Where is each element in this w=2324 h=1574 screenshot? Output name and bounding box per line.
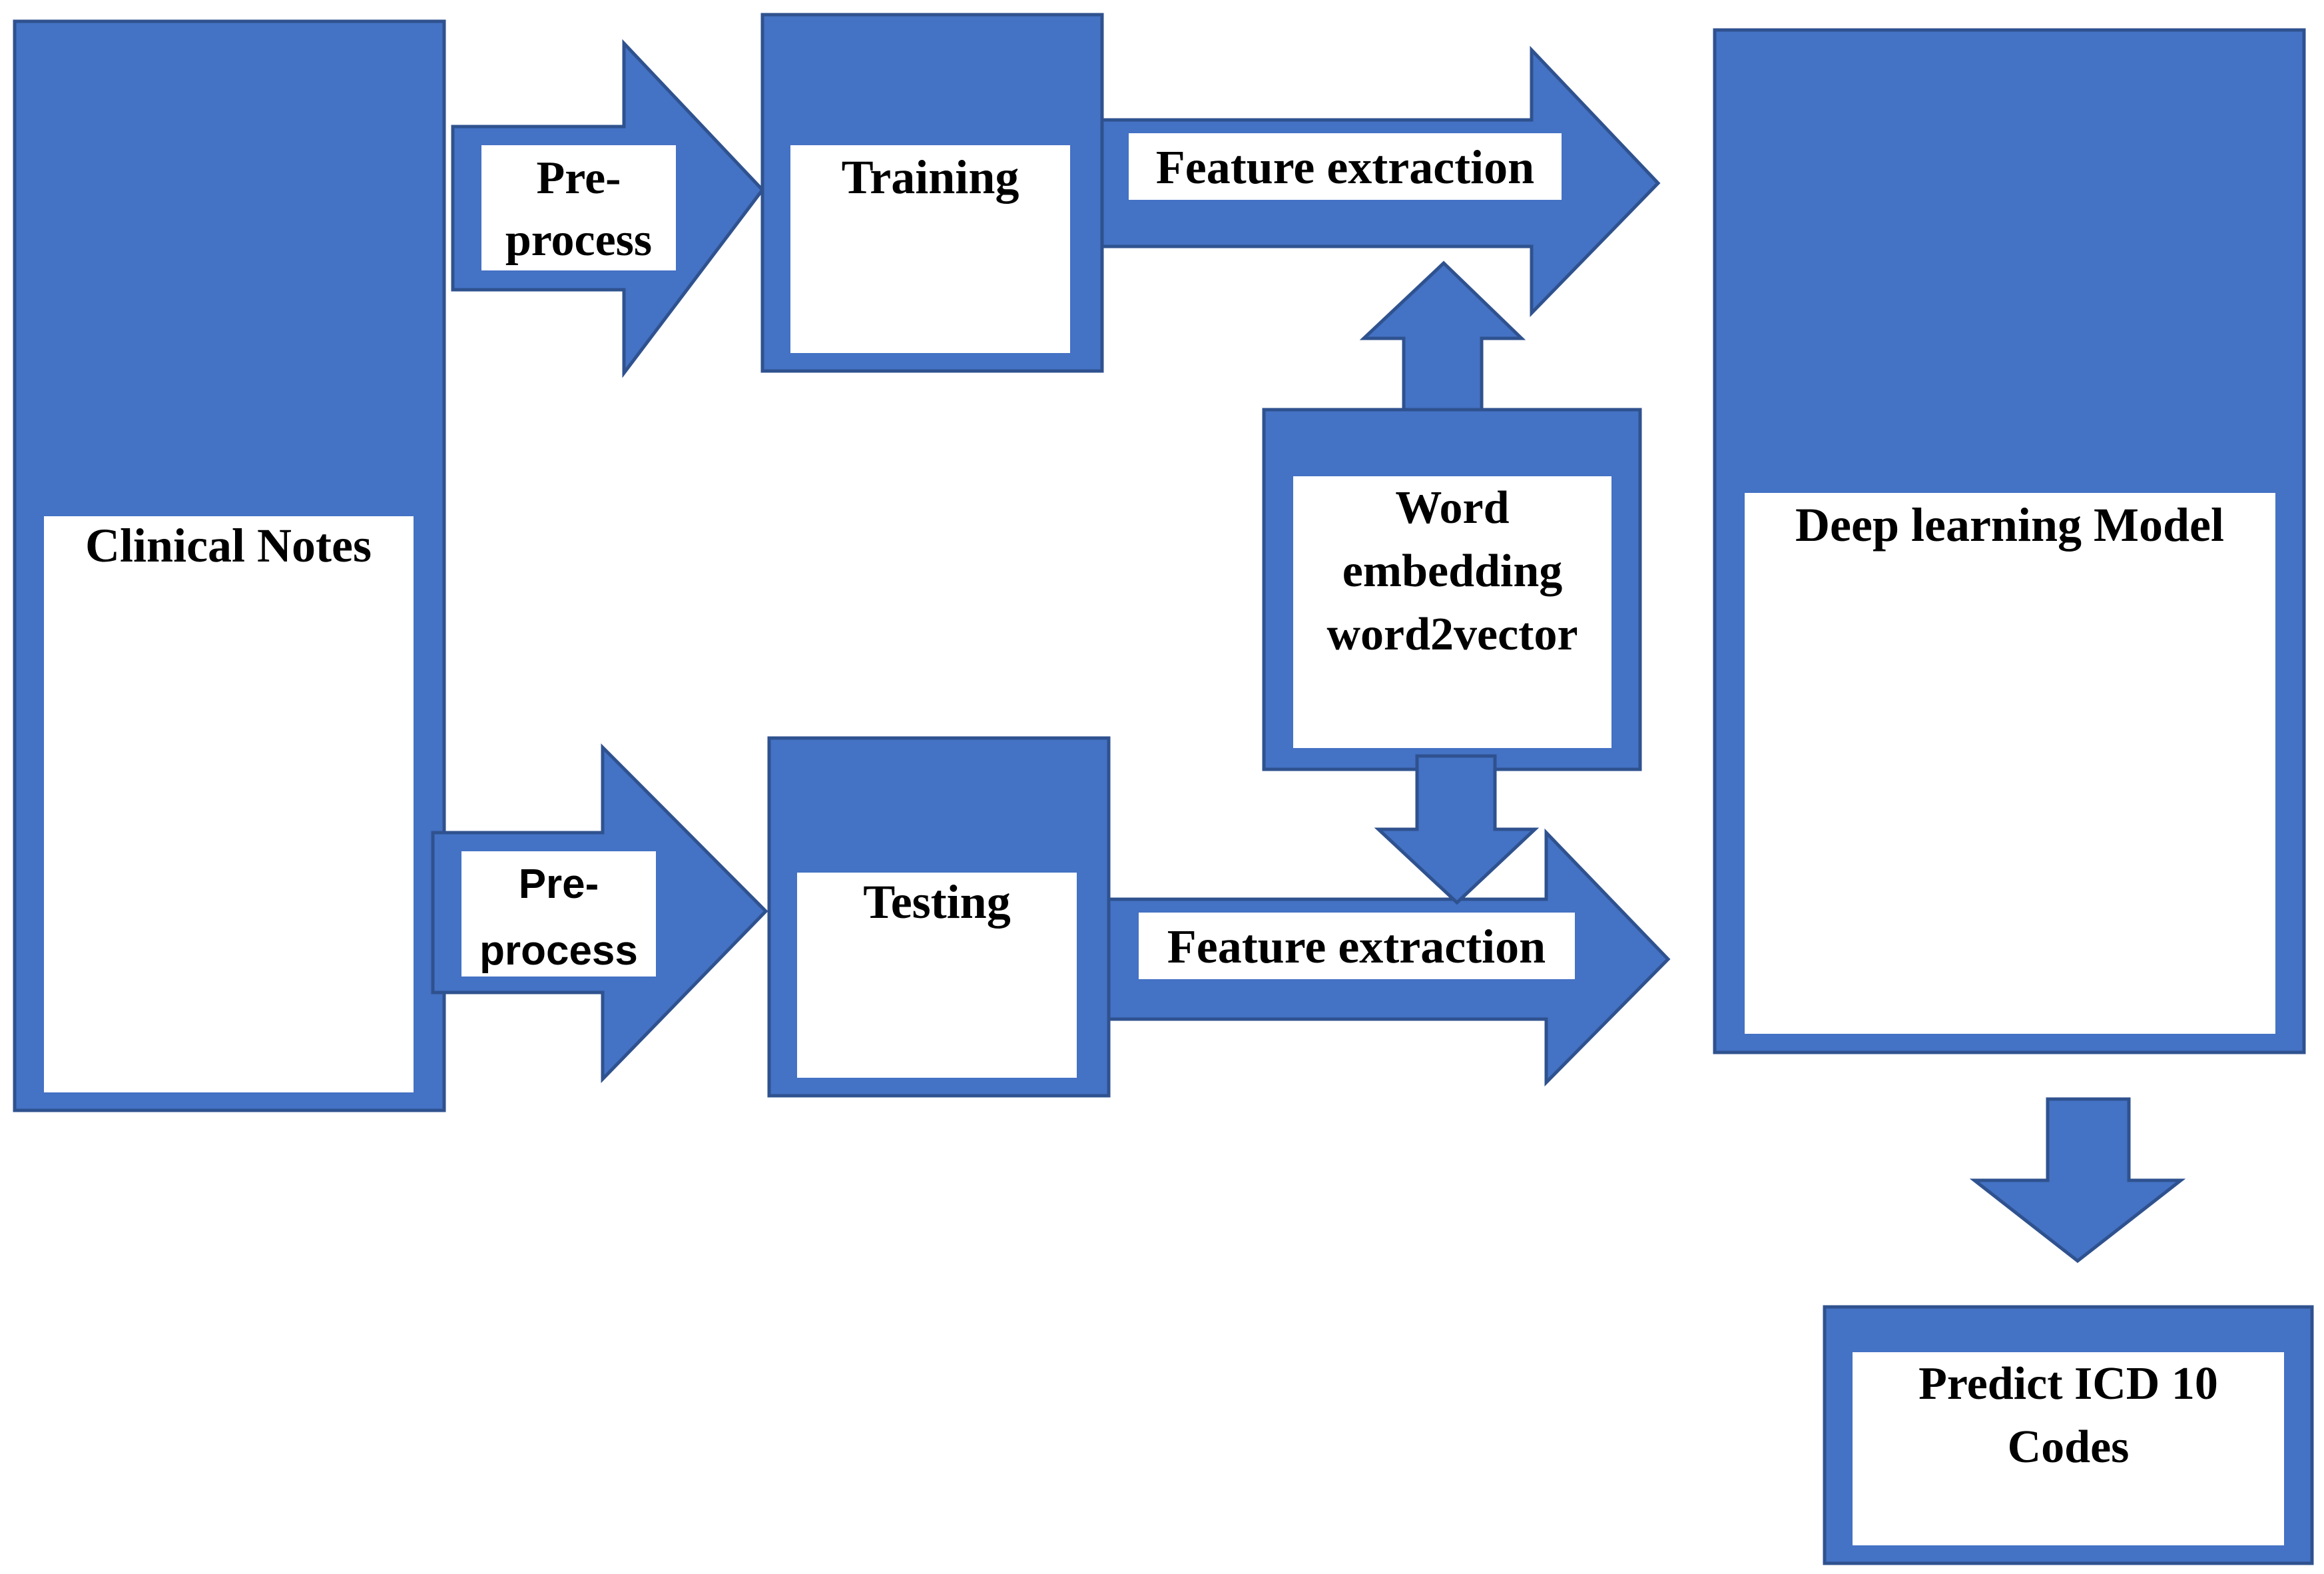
preprocess-bottom-label-line2: process: [479, 928, 638, 974]
testing-label: Testing: [863, 875, 1010, 929]
training-label: Training: [842, 151, 1019, 204]
word-embedding-up-arrow: [1359, 260, 1526, 412]
training-box: Training: [760, 13, 1104, 373]
feature-extraction-bottom-label: Feature extraction: [1167, 920, 1546, 973]
predict-icd-box: Predict ICD 10 Codes: [1823, 1305, 2314, 1565]
feature-extraction-bottom-arrow: Feature extraction: [1107, 828, 1671, 1087]
prediction-down-arrow: [1969, 1097, 2186, 1264]
clinical-notes-box: Clinical Notes: [13, 19, 446, 1112]
preprocess-top-arrow: Pre- process: [451, 39, 765, 378]
deep-learning-model-box: Deep learning Model: [1713, 28, 2306, 1054]
word-embedding-label-line2: embedding: [1342, 546, 1563, 597]
preprocess-bottom-arrow: Pre- process: [431, 743, 768, 1084]
predict-icd-label-line2: Codes: [2008, 1421, 2130, 1473]
word-embedding-label-line3: word2vector: [1326, 609, 1578, 660]
predict-icd-label-line1: Predict ICD 10: [1918, 1358, 2218, 1409]
testing-box: Testing: [767, 736, 1111, 1098]
deep-learning-model-label: Deep learning Model: [1795, 498, 2224, 552]
word-embedding-down-arrow: [1374, 754, 1540, 905]
feature-extraction-top-label: Feature extraction: [1156, 141, 1534, 194]
preprocess-top-label-line1: Pre-: [537, 153, 621, 204]
feature-extraction-top-arrow: Feature extraction: [1100, 45, 1661, 318]
word-embedding-box: Word embedding word2vector: [1262, 408, 1642, 771]
clinical-notes-label: Clinical Notes: [85, 519, 372, 572]
word-embedding-label-line1: Word: [1395, 482, 1509, 534]
preprocess-bottom-label-line1: Pre-: [519, 861, 599, 907]
preprocess-top-label-line2: process: [505, 214, 652, 266]
